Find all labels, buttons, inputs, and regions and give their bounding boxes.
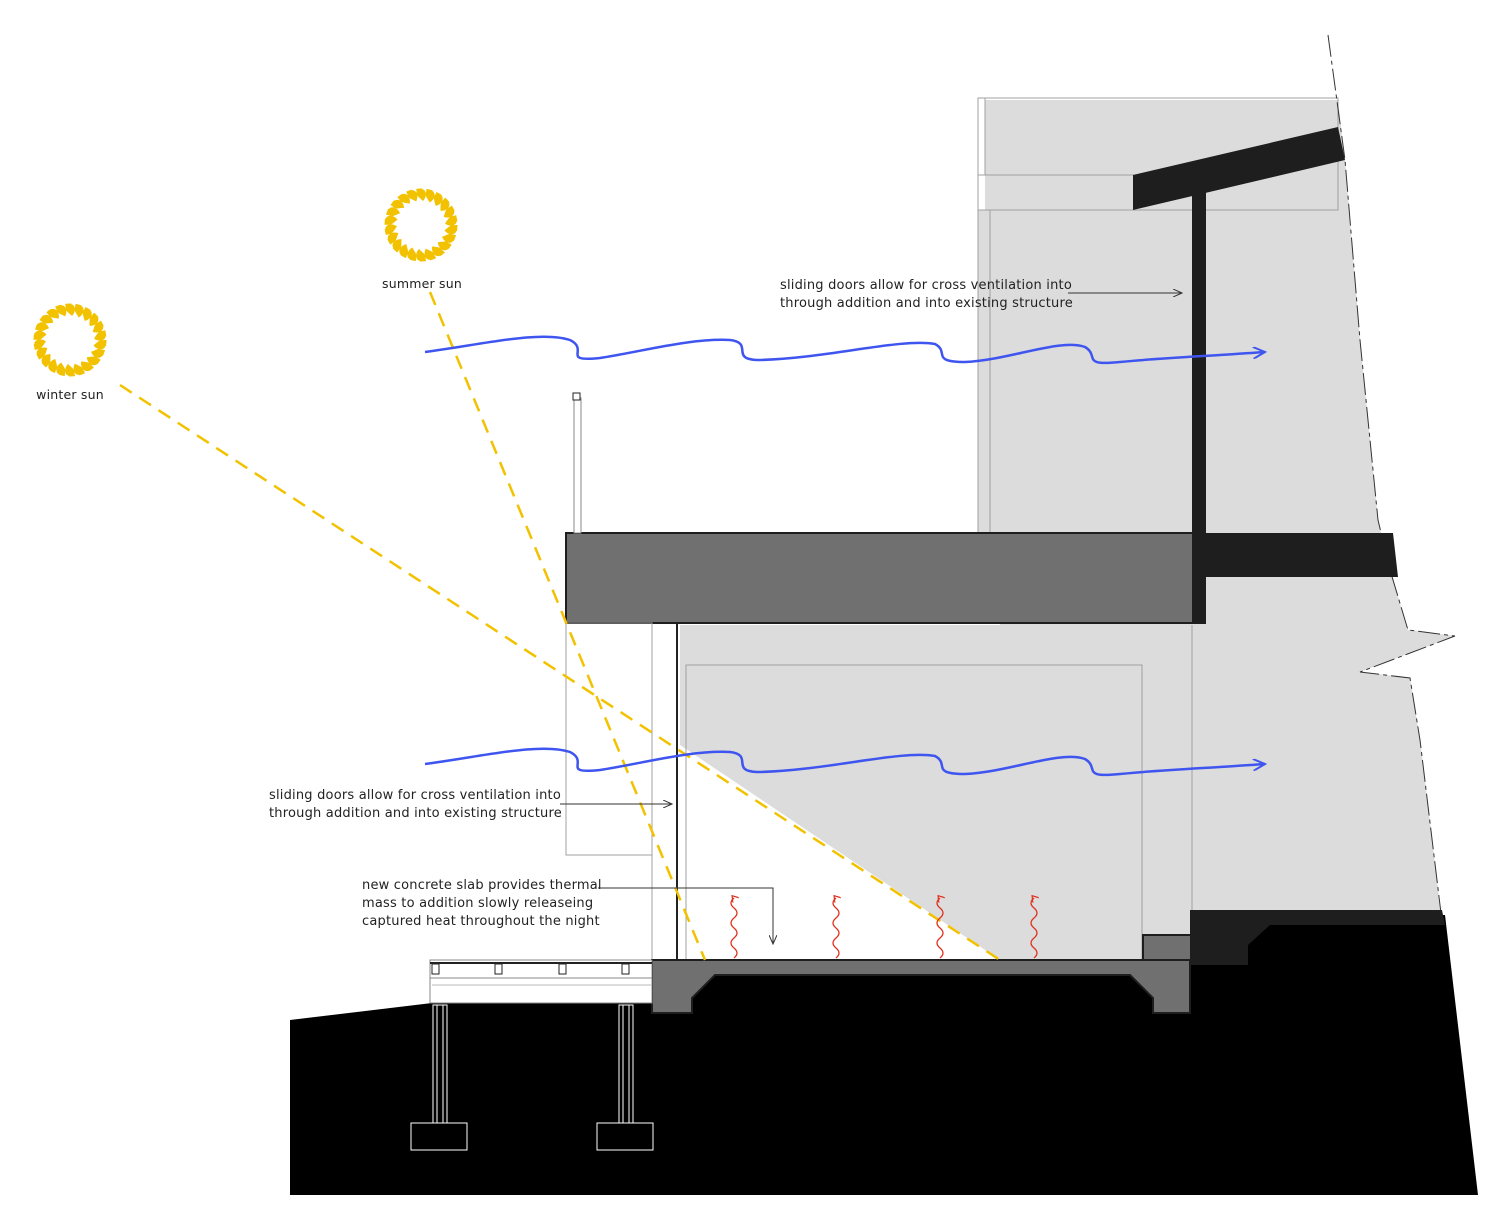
- sun-petal: [34, 330, 47, 340]
- sun-petal: [74, 305, 84, 318]
- interior-room: [680, 625, 1190, 960]
- heat-arrow: [936, 898, 943, 959]
- upper-vent-note-line2: through addition and into existing struc…: [780, 296, 1073, 311]
- sun-ring: [33, 303, 107, 377]
- step-block: [1142, 934, 1192, 961]
- upper-column: [977, 209, 991, 536]
- sun-petal: [407, 247, 417, 260]
- heat-arrow: [1030, 898, 1037, 959]
- sun-petal: [37, 322, 49, 332]
- upper-vent-note-line1: sliding doors allow for cross ventilatio…: [780, 278, 1073, 293]
- existing-floor-beam: [1192, 533, 1398, 577]
- slab-leader: [598, 887, 773, 944]
- winter-sun-label: winter sun: [36, 387, 104, 402]
- sun-petal: [445, 215, 457, 226]
- sun-petal: [56, 362, 66, 375]
- sun-petal: [416, 189, 426, 201]
- sun-ring: [384, 188, 458, 262]
- sun-petal: [416, 249, 426, 261]
- slab-note-line1: new concrete slab provides thermal: [362, 878, 602, 893]
- lower-vent-note-line1: sliding doors allow for cross ventilatio…: [269, 788, 562, 803]
- slab-note-line3: captured heat throughout the night: [362, 914, 600, 929]
- sun-petal: [65, 364, 75, 376]
- sun-petal: [65, 304, 75, 316]
- sun-petal: [385, 215, 398, 225]
- sun-petal: [388, 207, 400, 217]
- railing-post: [573, 397, 582, 534]
- sun-petal: [34, 339, 46, 350]
- heat-arrow: [832, 898, 839, 959]
- sun-petal: [48, 359, 58, 371]
- heat-arrow: [730, 898, 737, 959]
- sun-petal: [399, 244, 409, 256]
- addition-roof-slab: [565, 532, 1194, 624]
- sun-petal: [91, 348, 103, 358]
- sun-petal: [433, 194, 443, 206]
- existing-footing: [1190, 910, 1445, 965]
- timber-deck: [410, 959, 654, 1151]
- sun-petal: [94, 330, 106, 341]
- sun-petal: [425, 190, 435, 203]
- concrete-slab: [651, 959, 1191, 1014]
- summer-sun-label: summer sun: [382, 276, 462, 291]
- winter-sun-ray: [119, 383, 1001, 962]
- upper-airflow-arrow: [424, 335, 1265, 365]
- sun-petal: [444, 225, 457, 235]
- summer-sun-ray: [428, 291, 707, 961]
- sun-petal: [442, 233, 454, 243]
- sun-petal: [82, 309, 92, 321]
- winter-sun-icon: [33, 303, 107, 377]
- lower-vent-note-line2: through addition and into existing struc…: [269, 806, 562, 821]
- summer-sun-icon: [384, 188, 458, 262]
- upper-roof: [1133, 127, 1345, 210]
- existing-structure: [680, 100, 1455, 960]
- sliding-door-frame: [565, 622, 653, 856]
- slab-note-line2: mass to addition slowly releaseing: [362, 896, 594, 911]
- steel-post: [1192, 192, 1206, 624]
- lower-airflow-arrow: [424, 747, 1265, 777]
- sun-petal: [385, 224, 397, 235]
- existing-boundary-line: [1327, 34, 1477, 1196]
- heat-release-lines: [730, 898, 1037, 959]
- sun-petal: [93, 340, 106, 350]
